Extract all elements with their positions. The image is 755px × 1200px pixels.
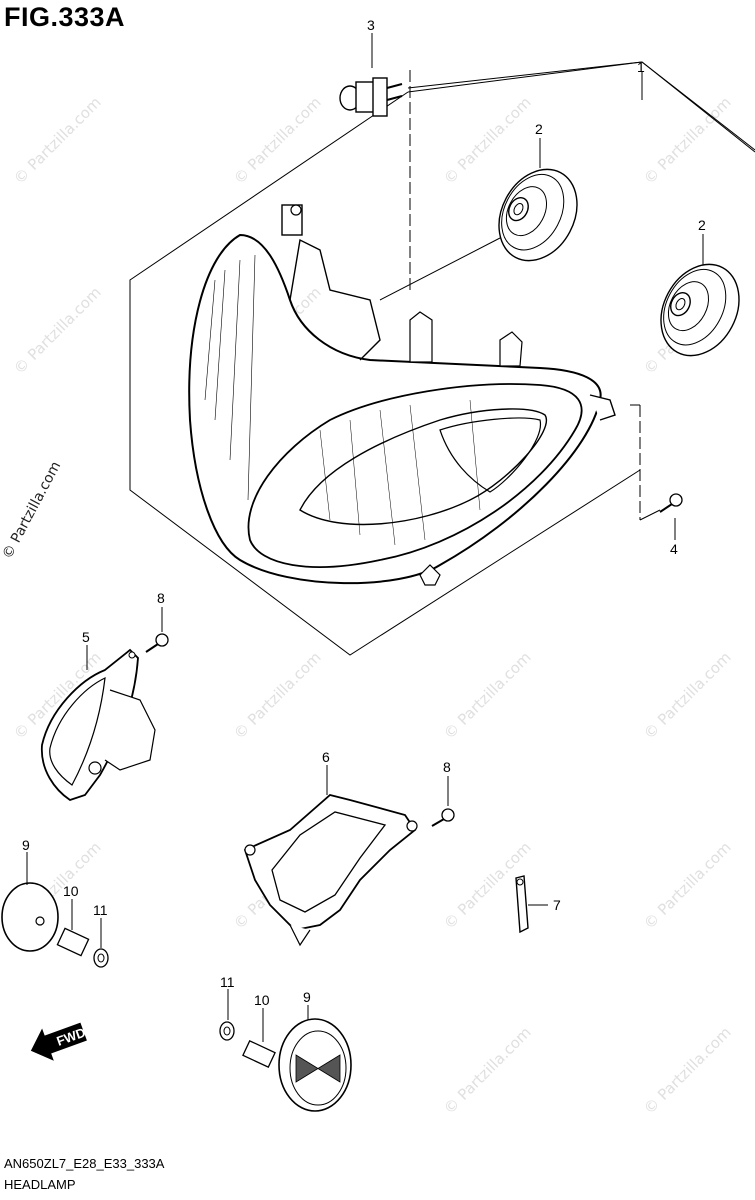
callout-11: 11 — [220, 974, 235, 990]
watermark-text: © Partzilla.com — [440, 1023, 535, 1118]
reflector — [278, 1018, 352, 1112]
callout-4: 4 — [670, 541, 678, 557]
watermark-text: © Partzilla.com — [440, 648, 535, 743]
watermark-text: © Partzilla.com — [640, 1023, 735, 1118]
callout-5: 5 — [82, 629, 90, 645]
watermark-text: © Partzilla.com — [640, 838, 735, 933]
reflector — [1, 882, 59, 952]
callout-3: 3 — [367, 17, 375, 33]
spacer — [56, 927, 90, 957]
watermark-text: © Partzilla.com — [10, 283, 105, 378]
leader — [379, 237, 501, 301]
callout-7: 7 — [553, 897, 561, 913]
callout-2: 2 — [535, 121, 543, 137]
spacer — [242, 1039, 276, 1069]
washer — [219, 1021, 235, 1041]
callout-8: 8 — [157, 590, 165, 606]
watermark-text: © Partzilla.com — [230, 648, 325, 743]
clamp — [515, 875, 529, 934]
callout-1: 1 — [637, 59, 645, 75]
callout-2: 2 — [698, 217, 706, 233]
watermark-text: © Partzilla.com — [0, 459, 64, 562]
headlamp-bulb — [339, 77, 403, 117]
figure-title: FIG.333A — [4, 2, 126, 32]
callout-10: 10 — [254, 992, 270, 1008]
watermark-text: © Partzilla.com — [10, 93, 105, 188]
position-lamp — [41, 648, 156, 801]
watermark-text: © Partzilla.com — [230, 93, 325, 188]
screw — [145, 633, 169, 653]
headlamp-bracket — [243, 794, 418, 947]
callout-10: 10 — [63, 883, 79, 899]
callout-labels: 1 2 2 3 4 5 6 7 8 8 9 9 10 10 11 11 — [22, 17, 706, 1008]
screw — [659, 493, 683, 513]
washer — [93, 948, 109, 968]
callout-9: 9 — [303, 989, 311, 1005]
callout-leaders — [26, 33, 704, 1042]
assembly-boundary-right-edge — [641, 61, 755, 153]
socket-cover — [660, 263, 740, 357]
model-code: AN650ZL7_E28_E33_333A — [4, 1156, 165, 1171]
watermark-layer: © Partzilla.com © Partzilla.com © Partzi… — [0, 93, 735, 1118]
callout-11: 11 — [93, 902, 108, 918]
assembly-boundary-top — [407, 61, 643, 89]
figure-caption: HEADLAMP — [4, 1177, 76, 1192]
leader — [639, 509, 661, 521]
callout-9: 9 — [22, 837, 30, 853]
watermark-text: © Partzilla.com — [640, 93, 735, 188]
headlamp-assembly — [188, 204, 616, 586]
callout-6: 6 — [322, 749, 330, 765]
screw — [431, 808, 455, 827]
callout-8: 8 — [443, 759, 451, 775]
forward-direction-arrow: FWD — [30, 1022, 87, 1061]
assembly-boundary — [129, 91, 641, 656]
socket-cover — [498, 168, 578, 262]
watermark-text: © Partzilla.com — [440, 93, 535, 188]
watermark-text: © Partzilla.com — [640, 648, 735, 743]
